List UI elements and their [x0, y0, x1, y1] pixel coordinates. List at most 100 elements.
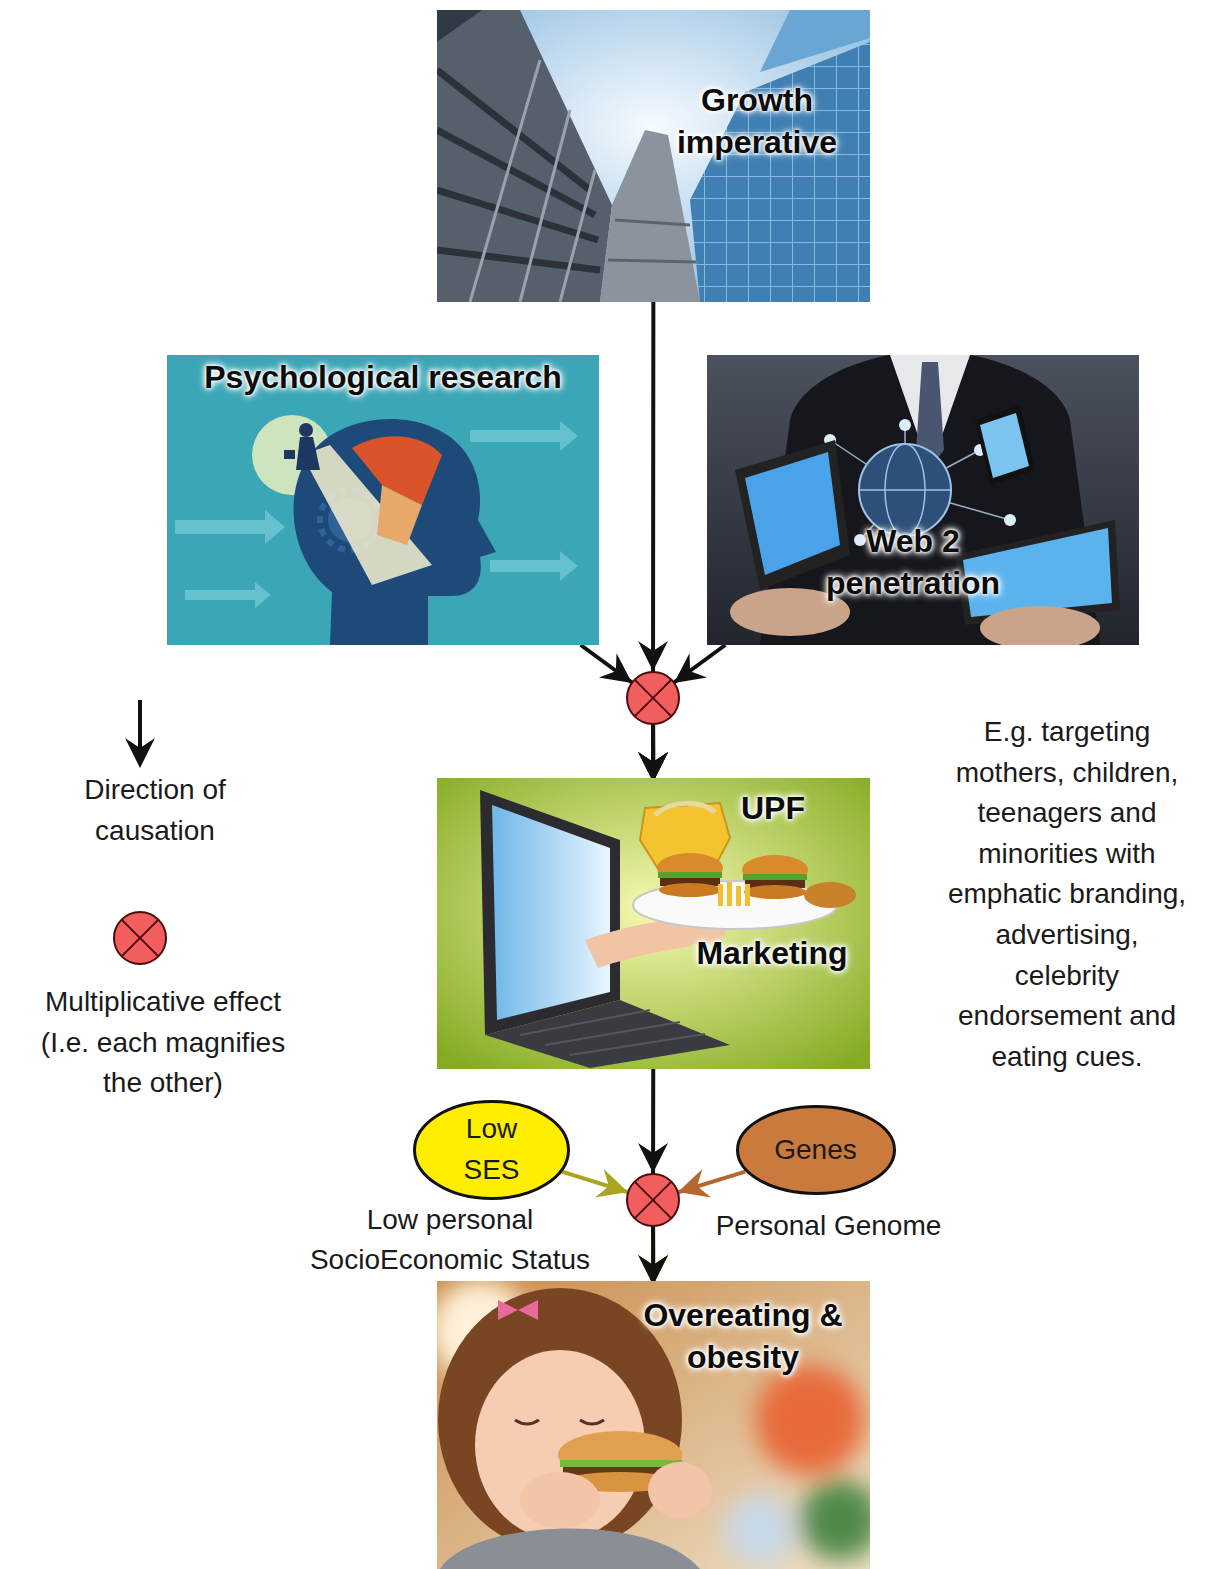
art-shape	[745, 452, 840, 575]
child-eating-photo	[437, 1281, 870, 1569]
art-shape	[125, 738, 155, 768]
art-shape	[980, 606, 1100, 645]
upf-laptop-picture	[437, 778, 870, 1069]
art-shape	[707, 355, 1139, 645]
legend-arrow-sample	[125, 700, 155, 768]
image-box: Psychological research	[167, 355, 599, 645]
art-shape	[122, 920, 159, 957]
art-shape	[648, 1462, 712, 1518]
art-shape	[520, 1010, 705, 1055]
art-shape	[437, 778, 870, 1069]
psychology-picture	[167, 355, 599, 645]
outside-caption: Low personal SocioEconomic Status	[300, 1200, 600, 1281]
art-shape	[633, 881, 837, 929]
ellipse-shape	[737, 1107, 894, 1194]
art-shape	[635, 1182, 672, 1219]
art-shape	[294, 419, 496, 645]
art-shape	[377, 485, 422, 545]
art-shape	[804, 882, 856, 908]
image-box: UPF Marketing	[437, 778, 870, 1069]
art-shape	[674, 1169, 711, 1206]
art-shape	[1004, 514, 1016, 526]
art-shape	[725, 1495, 795, 1565]
ellipse-label: Low SES	[450, 1109, 534, 1190]
art-shape	[800, 1480, 870, 1560]
side-note: E.g. targeting mothers, children, teenag…	[944, 712, 1190, 1077]
legend-text: Multiplicative effect (I.e. each magnifi…	[28, 982, 298, 1104]
art-shape	[665, 653, 707, 695]
ellipse-shape	[415, 1101, 569, 1198]
art-shape	[760, 10, 870, 72]
art-shape	[859, 489, 951, 491]
art-shape	[980, 413, 1029, 478]
art-shape	[627, 672, 679, 724]
art-shape	[727, 882, 732, 906]
art-shape	[470, 60, 595, 302]
factor-ellipse: GenesPersonal Genome	[736, 1105, 896, 1195]
art-shape	[975, 405, 1035, 485]
art-shape	[690, 42, 870, 302]
art-shape	[743, 874, 807, 880]
art-shape	[560, 170, 595, 302]
art-shape	[437, 10, 482, 42]
art-shape	[635, 1182, 672, 1219]
art-shape	[570, 1034, 705, 1055]
art-shape	[635, 680, 672, 717]
art-shape	[718, 884, 723, 906]
art-shape	[175, 421, 578, 608]
art-shape	[635, 680, 672, 717]
art-shape	[299, 423, 313, 437]
art-shape	[185, 582, 271, 608]
box-title: Marketing	[681, 933, 863, 975]
art-shape	[595, 1169, 632, 1206]
art-shape	[742, 855, 808, 899]
factor-ellipse: Low SESLow personal SocioEconomic Status	[413, 1100, 570, 1200]
box-title: Growth imperative	[652, 80, 862, 163]
art-shape	[659, 883, 721, 897]
art-shape	[859, 444, 951, 536]
art-shape	[627, 1174, 679, 1226]
art-shape	[167, 355, 599, 645]
art-shape	[638, 1143, 668, 1173]
art-shape	[490, 551, 578, 581]
art-shape	[437, 250, 600, 270]
multiply-symbol	[627, 672, 679, 724]
art-shape	[744, 885, 806, 899]
art-shape	[284, 450, 295, 459]
art-shape	[615, 220, 690, 225]
box-title: Overeating & obesity	[619, 1295, 867, 1378]
art-shape	[608, 260, 696, 262]
web-devices-picture	[707, 355, 1139, 645]
legend-multiply-sample	[114, 912, 166, 964]
art-shape	[175, 510, 285, 544]
image-box: Growth imperative	[437, 10, 870, 302]
box-title: Psychological research	[173, 357, 593, 399]
art-shape	[437, 190, 598, 240]
art-shape	[296, 437, 320, 470]
box-title: UPF	[733, 788, 813, 830]
image-box: Web 2 penetration	[707, 355, 1139, 645]
art-shape	[470, 421, 578, 451]
art-shape	[718, 882, 750, 906]
art-shape	[854, 534, 866, 546]
art-shape	[437, 1281, 870, 1565]
art-shape	[520, 1472, 600, 1528]
art-shape	[608, 220, 696, 262]
art-shape	[515, 1420, 604, 1424]
art-shape	[736, 886, 741, 906]
art-shape	[657, 853, 723, 897]
art-shape	[899, 419, 911, 431]
outside-caption: Personal Genome	[689, 1206, 969, 1247]
art-shape	[498, 1300, 538, 1320]
art-shape	[658, 872, 722, 878]
art-shape	[655, 803, 715, 815]
art-shape	[440, 1528, 700, 1569]
box-title: Web 2 penetration	[795, 521, 1031, 604]
art-shape	[755, 1365, 865, 1475]
art-shape	[492, 805, 610, 1020]
art-shape	[599, 653, 641, 695]
art-shape	[114, 912, 166, 964]
converging-arrowheads	[595, 641, 711, 1206]
art-shape	[138, 700, 142, 752]
